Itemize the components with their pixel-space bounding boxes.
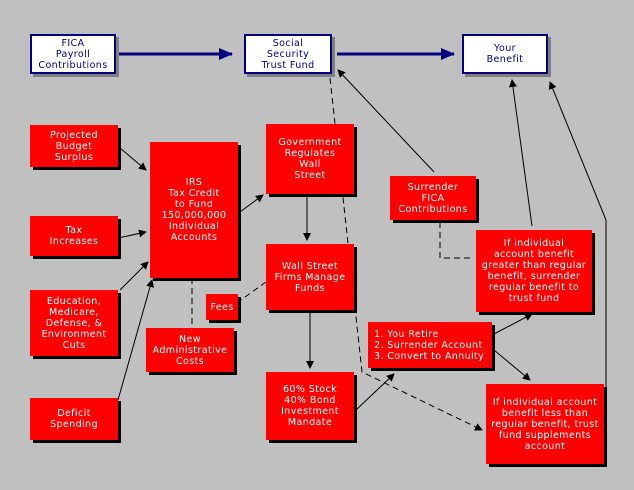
your-benefit-box: Your Benefit — [462, 34, 548, 74]
arrow-retire-to-greater — [493, 313, 533, 335]
arrow-retire-to-less — [493, 349, 531, 381]
irs-tax-credit-box: IRS Tax Credit to Fund 150,000,000 Indiv… — [150, 142, 238, 278]
less-benefit-box: If individual account benefit less than … — [486, 384, 604, 464]
tax-increases-box: Tax Increases — [30, 216, 118, 256]
surrender-fica-box: Surrender FICA Contributions — [390, 176, 476, 220]
fica-payroll-box: FICA Payroll Contributions — [30, 34, 116, 74]
wallst-manage-box: Wall Street Firms Manage Funds — [266, 244, 354, 310]
link-wallst-fees — [237, 281, 267, 303]
arrow-stock-to-retire — [355, 373, 395, 411]
arrow-less-to-benefit-head — [548, 81, 607, 221]
admin-costs-box: New Administrative Costs — [146, 328, 234, 372]
link-trust-less — [329, 77, 483, 431]
deficit-spending-box: Deficit Spending — [30, 398, 118, 440]
fees-box: Fees — [206, 294, 238, 320]
gov-regulates-box: Government Regulates Wall Street — [266, 124, 354, 194]
arrow-budget-to-irs — [119, 147, 147, 171]
retire-steps-box: 1. You Retire 2. Surrender Account 3. Co… — [368, 322, 492, 368]
stock-bond-box: 60% Stock 40% Bond Investment Mandate — [266, 372, 354, 440]
link-surrender-greater — [439, 222, 474, 259]
budget-surplus-box: Projected Budget Surplus — [30, 125, 118, 167]
trust-fund-box: Social Security Trust Fund — [244, 34, 332, 74]
greater-benefit-box: If individual account benefit greater th… — [476, 230, 592, 312]
arrow-irs-to-gov — [239, 194, 264, 213]
arrow-cuts-to-irs — [119, 261, 149, 291]
arrow-greater-to-benefit — [508, 79, 533, 227]
program-cuts-box: Education, Medicare, Defense, & Environm… — [30, 290, 118, 356]
arrow-tax-to-irs — [117, 229, 147, 239]
arrow-deficit-to-irs — [117, 279, 154, 401]
arrow-surrender-to-trust — [337, 69, 435, 173]
